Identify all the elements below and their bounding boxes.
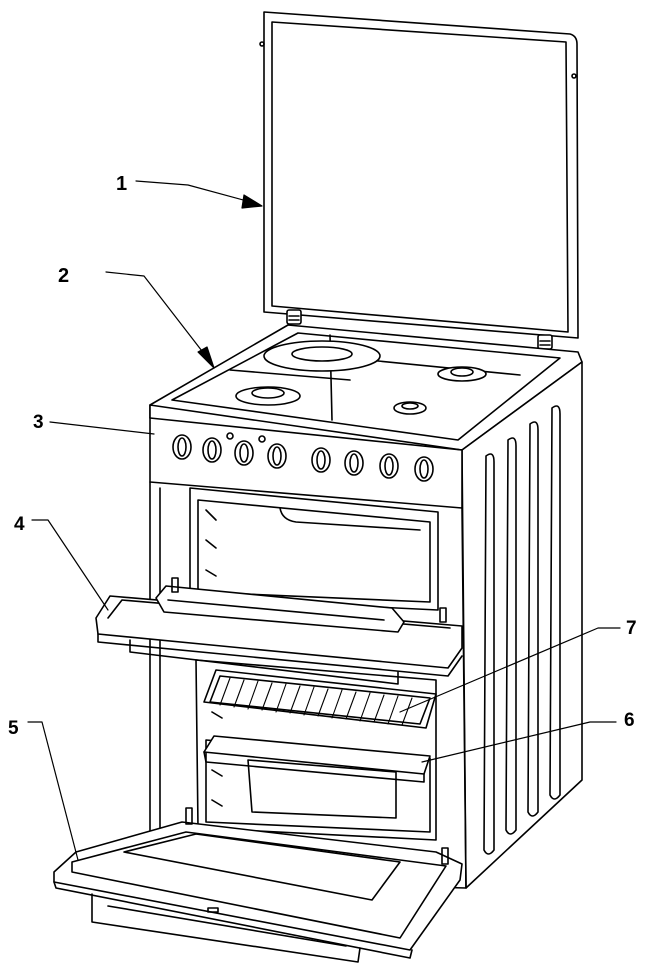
- oven-tray: [203, 735, 431, 783]
- upper-oven-cavity: [189, 487, 439, 611]
- callout-6: 6: [624, 710, 635, 731]
- leader-line-6: [421, 721, 617, 763]
- side-panel: [461, 361, 583, 889]
- leader-line-7: [399, 627, 621, 713]
- leader-line-3: [49, 421, 155, 435]
- callout-4: 4: [14, 514, 25, 535]
- callout-labels: 1 2 3 4 5 6 7: [8, 173, 637, 739]
- control-knobs: [172, 432, 434, 482]
- leader-line-1: [135, 180, 259, 205]
- callout-1: 1: [116, 173, 127, 195]
- lid-hinge-right: [537, 334, 553, 350]
- leader-line-2: [105, 271, 213, 365]
- callout-2: 2: [58, 265, 69, 287]
- lid: [259, 11, 579, 339]
- burner-rear-right: [437, 366, 487, 382]
- control-panel: [149, 404, 463, 509]
- callout-3: 3: [33, 412, 44, 433]
- leader-lines: [27, 180, 621, 861]
- lid-hinge-left: [286, 309, 302, 325]
- arrowhead-2: [197, 346, 215, 369]
- arrowhead-1: [241, 194, 263, 209]
- callout-7: 7: [626, 618, 637, 639]
- hotplate: [263, 340, 381, 372]
- main-oven-door: [53, 807, 463, 963]
- callout-5: 5: [8, 718, 19, 739]
- burner-front-right: [393, 401, 427, 415]
- leader-line-5: [27, 721, 79, 861]
- leader-line-4: [31, 519, 109, 611]
- grill-rack: [203, 669, 437, 729]
- upper-oven-door: [95, 577, 463, 685]
- burner-front-left: [235, 386, 301, 406]
